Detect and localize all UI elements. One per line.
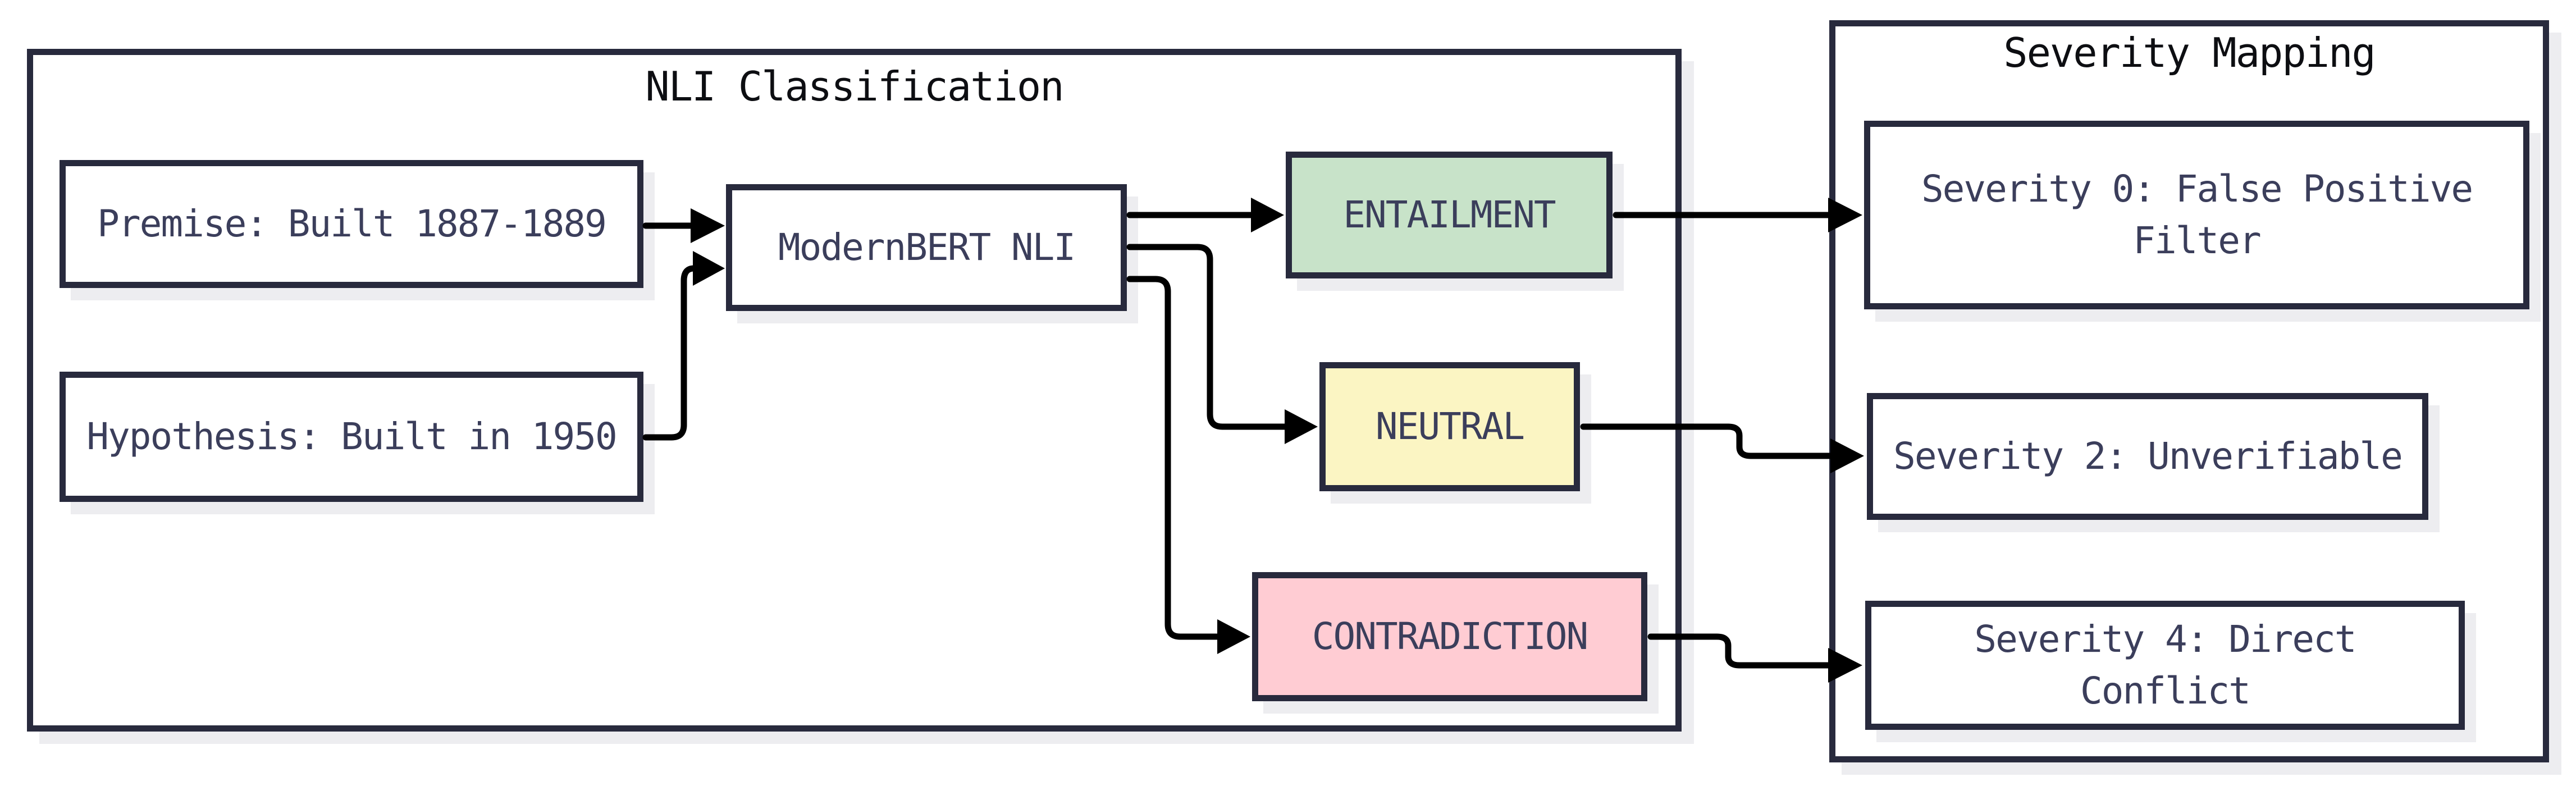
premise-node: Premise: Built 1887-1889 [60, 160, 643, 288]
entailment-node: ENTAILMENT [1286, 152, 1613, 278]
contradiction-node: CONTRADICTION [1252, 572, 1647, 701]
severity-mapping-title: Severity Mapping [2003, 29, 2376, 76]
hypothesis-node: Hypothesis: Built in 1950 [60, 372, 643, 502]
severity-0-node: Severity 0: False Positive Filter [1864, 121, 2529, 309]
severity-2-node: Severity 2: Unverifiable [1867, 393, 2428, 520]
severity-4-node: Severity 4: Direct Conflict [1865, 601, 2465, 730]
modernbert-nli-node: ModernBERT NLI [726, 184, 1127, 311]
neutral-node: NEUTRAL [1319, 362, 1580, 491]
nli-classification-title: NLI Classification [645, 63, 1064, 110]
